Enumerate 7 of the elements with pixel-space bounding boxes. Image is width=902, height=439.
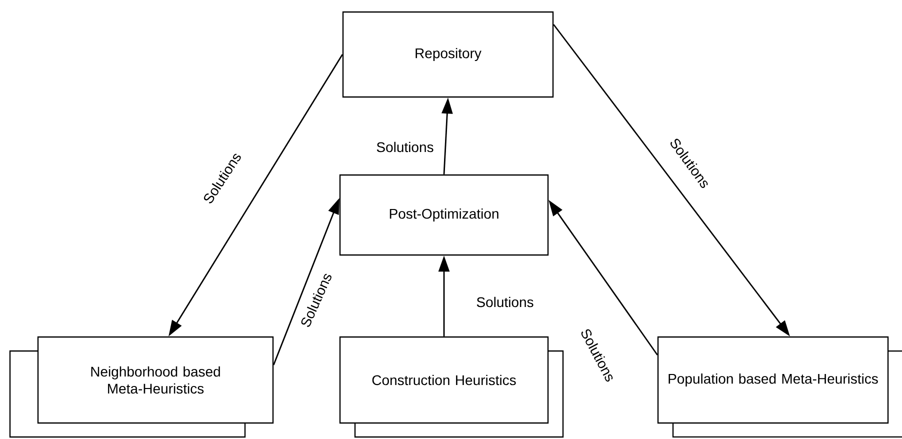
stacked-box: Construction Heuristics xyxy=(339,336,564,438)
process-box: Repository xyxy=(342,11,554,98)
edge-label: Solutions xyxy=(475,296,535,308)
process-box: Post-Optimization xyxy=(339,174,549,256)
stacked-box: Neighborhood based Meta-Heuristics xyxy=(9,336,274,438)
stacked-box: Population based Meta-Heuristics xyxy=(657,336,902,438)
edge-label: Solutions xyxy=(375,140,435,154)
